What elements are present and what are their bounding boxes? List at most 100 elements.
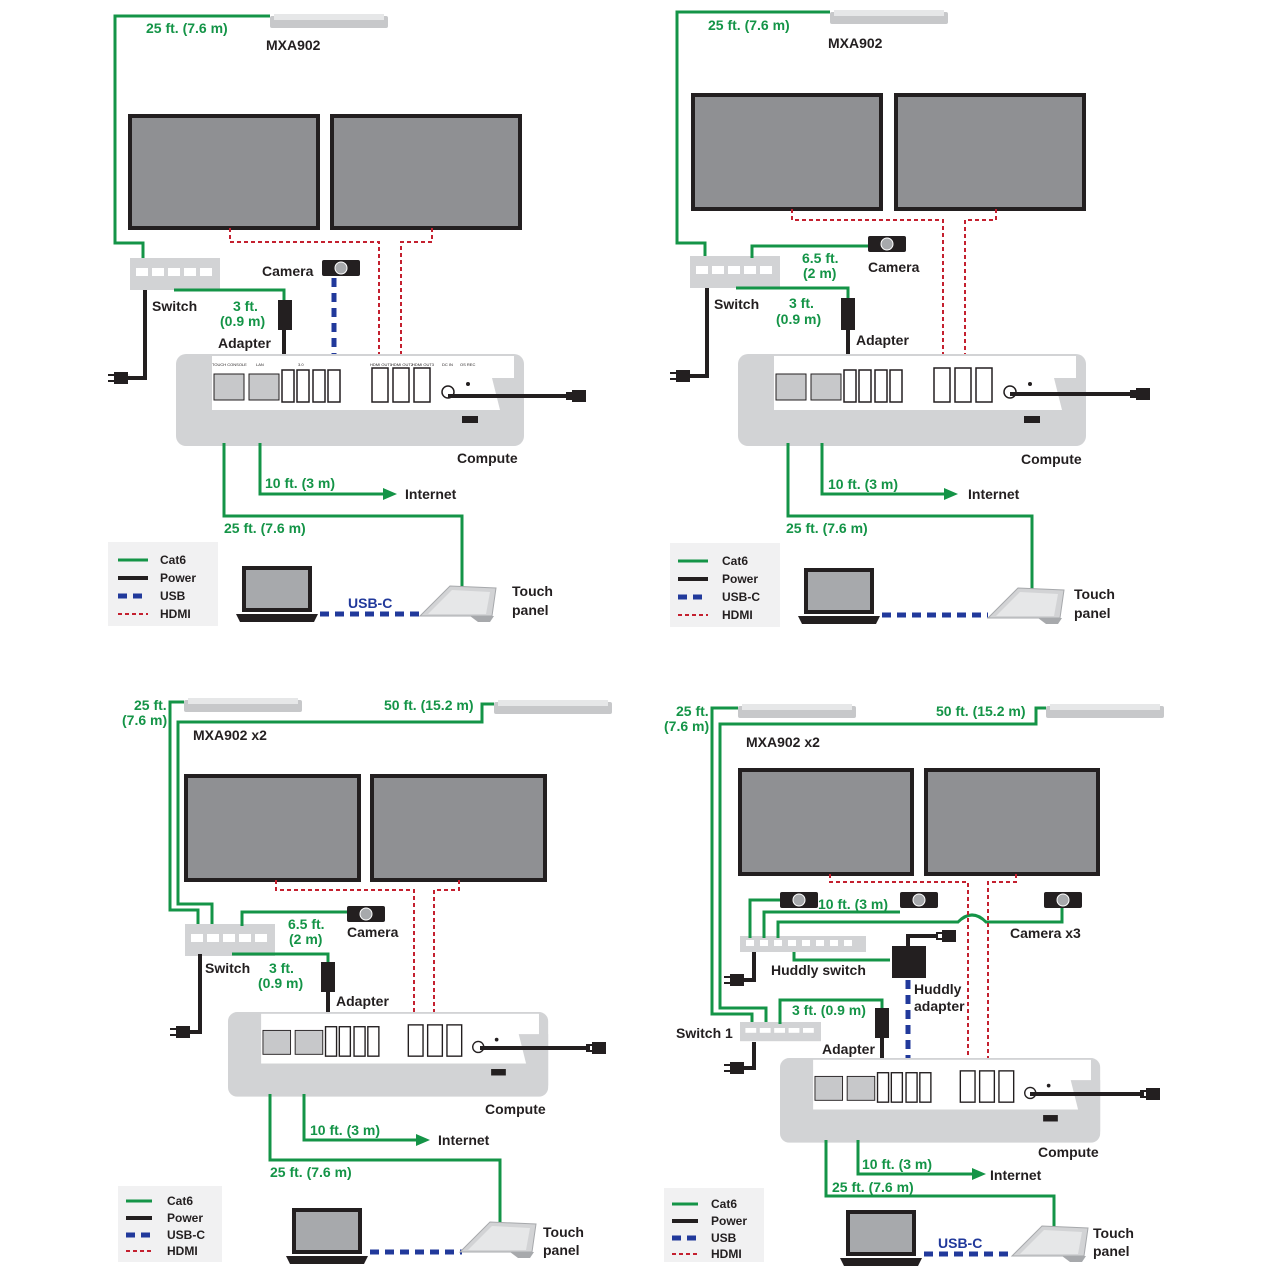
internet-cable-length: 10 ft. (3 m): [265, 475, 335, 491]
microphone-array-icon: [1046, 704, 1164, 718]
internet-label: Internet: [405, 486, 457, 502]
camera-label: Camera x3: [1010, 925, 1081, 941]
svg-text:DC IN: DC IN: [442, 362, 453, 367]
huddly-adapter-label: Huddly: [914, 981, 962, 997]
legend-item: HDMI: [160, 607, 191, 621]
mic-cable-length: 25 ft. (7.6 m): [708, 17, 790, 33]
svg-text:TOUCH CONSOLE: TOUCH CONSOLE: [212, 362, 247, 367]
display-right: [330, 114, 522, 230]
diagram-3: 25 ft. (7.6 m) 50 ft. (15.2 m) MXA902 x2…: [118, 697, 612, 1264]
diagram-1: 25 ft. (7.6 m) MXA902 Switch Camera 3 ft…: [108, 14, 586, 626]
switch-icon: [690, 256, 780, 288]
internet-label: Internet: [990, 1167, 1042, 1183]
legend-item: HDMI: [167, 1244, 198, 1258]
panel-cable-length: 25 ft. (7.6 m): [786, 520, 868, 536]
panel-cable-length: 25 ft. (7.6 m): [832, 1179, 914, 1195]
svg-text:HDMI OUT3: HDMI OUT3: [412, 362, 435, 367]
svg-text:OS REC: OS REC: [460, 362, 475, 367]
legend-item: Cat6: [160, 553, 186, 567]
internet-cable-length: 10 ft. (3 m): [828, 476, 898, 492]
switch-icon: [740, 1022, 821, 1042]
huddly-adapter-icon: [892, 946, 926, 978]
adapter-label: Adapter: [856, 332, 909, 348]
touch-panel-label: Touch: [512, 583, 553, 599]
microphone-array-icon: [270, 14, 388, 28]
camera-label: Camera: [262, 263, 314, 279]
compute-unit-icon: [227, 1011, 549, 1098]
display-left: [184, 774, 361, 882]
legend-item: HDMI: [711, 1247, 742, 1261]
compute-label: Compute: [1021, 451, 1082, 467]
legend-item: HDMI: [722, 608, 753, 622]
legend-item: Power: [711, 1214, 747, 1228]
touch-panel-icon: [987, 587, 1065, 625]
mic-cable-length: 50 ft. (15.2 m): [384, 697, 473, 713]
power-plug-icon: [724, 1062, 744, 1074]
adapter-label: Adapter: [218, 335, 271, 351]
microphone-array-icon: [738, 704, 856, 718]
compute-label: Compute: [485, 1101, 546, 1117]
adapter-icon: [841, 298, 855, 330]
microphone-array-icon: [830, 10, 948, 24]
svg-text:adapter: adapter: [914, 998, 965, 1014]
svg-text:(2 m): (2 m): [289, 931, 322, 947]
svg-text:(7.6 m): (7.6 m): [122, 712, 167, 728]
display-right: [894, 93, 1086, 211]
compute-port-labels: TOUCH CONSOLE LAN 3.0 HDMI OUT1 HDMI OUT…: [212, 362, 475, 367]
legend: Cat6 Power USB-C HDMI: [118, 1186, 222, 1262]
switch-label: Switch: [205, 960, 250, 976]
touch-panel-label: Touch: [1093, 1225, 1134, 1241]
mic-label: MXA902: [828, 35, 883, 51]
mic-cable-length: 50 ft. (15.2 m): [936, 703, 1025, 719]
svg-text:panel: panel: [543, 1242, 580, 1258]
switch-label: Switch: [714, 296, 759, 312]
display-left: [128, 114, 320, 230]
camera-cable-length: 6.5 ft.: [802, 250, 839, 266]
usbc-label: USB-C: [348, 595, 392, 611]
adapter-label: Adapter: [336, 993, 389, 1009]
microphone-array-icon: [494, 700, 612, 714]
camera-icon: [1043, 891, 1083, 909]
laptop-icon: [236, 566, 318, 622]
legend-item: USB-C: [722, 590, 760, 604]
huddly-switch-icon: [740, 936, 866, 952]
touch-panel-icon: [1011, 1225, 1089, 1263]
laptop-icon: [840, 1210, 922, 1266]
adapter-icon: [875, 1008, 889, 1038]
mic-cable-length: 25 ft. (7.6 m): [146, 20, 228, 36]
display-left: [738, 768, 914, 876]
camera-label: Camera: [868, 259, 920, 275]
switch-icon: [130, 258, 220, 290]
switch-label: Switch: [152, 298, 197, 314]
power-plug-icon: [108, 372, 128, 384]
adapter-cable-length: 3 ft.: [789, 295, 814, 311]
internet-label: Internet: [968, 486, 1020, 502]
microphone-array-icon: [184, 698, 302, 712]
camera-cable-length: 6.5 ft.: [288, 916, 325, 932]
svg-text:panel: panel: [1093, 1243, 1130, 1259]
panel-cable-length: 25 ft. (7.6 m): [224, 520, 306, 536]
display-left: [691, 93, 883, 211]
internet-cable-length: 10 ft. (3 m): [862, 1156, 932, 1172]
adapter-icon: [321, 962, 335, 992]
touch-panel-icon: [459, 1221, 537, 1259]
adapter-cable-length: 3 ft.: [269, 960, 294, 976]
svg-text:(7.6 m): (7.6 m): [664, 718, 709, 734]
mic-cable-length: 25 ft.: [134, 697, 167, 713]
legend-item: Cat6: [167, 1194, 193, 1208]
diagram-2: 25 ft. (7.6 m) MXA902 6.5 ft. (2 m) Came…: [670, 10, 1150, 627]
adapter-cable-length: 3 ft. (0.9 m): [792, 1002, 866, 1018]
camera-icon: [346, 905, 386, 923]
panel-cable-length: 25 ft. (7.6 m): [270, 1164, 352, 1180]
svg-text:panel: panel: [512, 602, 549, 618]
switch-label: Switch 1: [676, 1025, 733, 1041]
compute-unit-icon: [779, 1057, 1101, 1144]
legend: Cat6 Power USB HDMI: [108, 542, 218, 626]
mic-label: MXA902 x2: [193, 727, 267, 743]
compute-label: Compute: [457, 450, 518, 466]
legend-item: Cat6: [711, 1197, 737, 1211]
camera-cable-length: 10 ft. (3 m): [818, 896, 888, 912]
camera-icon: [867, 235, 907, 253]
legend-item: Power: [722, 572, 758, 586]
touch-panel-label: Touch: [543, 1224, 584, 1240]
